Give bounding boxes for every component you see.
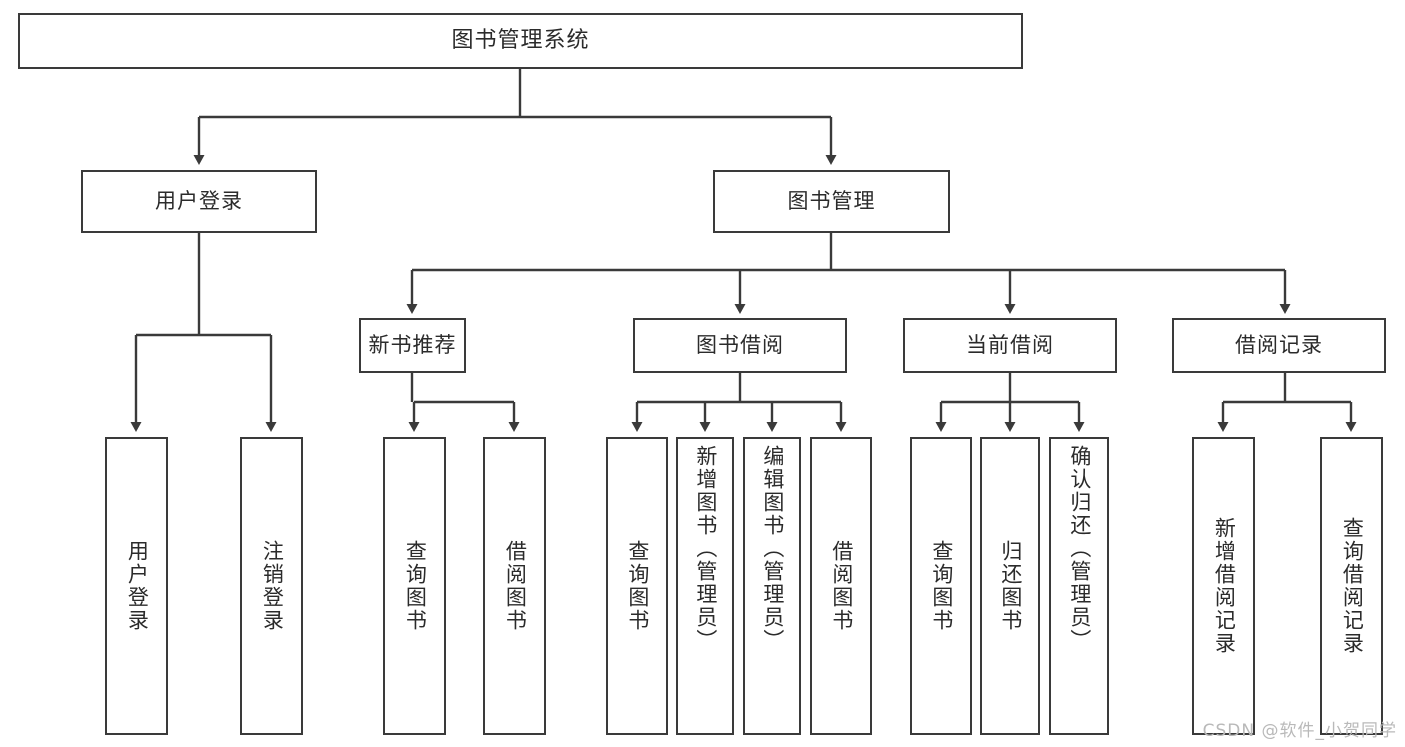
leaf-borrow-edit-book-admin[interactable]: 编辑图书（管理员） [743,437,801,735]
leaf-borrow-add-book-admin[interactable]: 新增图书（管理员） [676,437,734,735]
node-root-library-system[interactable]: 图书管理系统 [18,13,1023,69]
leaf-user-login-signout[interactable]: 注销登录 [240,437,303,735]
node-user-login[interactable]: 用户登录 [81,170,317,233]
node-book-borrow[interactable]: 图书借阅 [633,318,847,373]
node-borrow-record[interactable]: 借阅记录 [1172,318,1386,373]
node-new-book-recommend[interactable]: 新书推荐 [359,318,466,373]
leaf-current-confirm-return-admin[interactable]: 确认归还（管理员） [1049,437,1109,735]
leaf-current-return-books[interactable]: 归还图书 [980,437,1040,735]
leaf-borrow-borrow-books[interactable]: 借阅图书 [810,437,872,735]
leaf-record-query-borrow-record[interactable]: 查询借阅记录 [1320,437,1383,735]
node-current-borrow[interactable]: 当前借阅 [903,318,1117,373]
csdn-watermark: CSDN @软件_小贺同学 [1202,721,1397,741]
leaf-user-login-signin[interactable]: 用户登录 [105,437,168,735]
node-book-management[interactable]: 图书管理 [713,170,950,233]
leaf-newbook-query-books[interactable]: 查询图书 [383,437,446,735]
leaf-current-query-books[interactable]: 查询图书 [910,437,972,735]
leaf-record-add-borrow-record[interactable]: 新增借阅记录 [1192,437,1255,735]
leaf-borrow-query-books[interactable]: 查询图书 [606,437,668,735]
leaf-newbook-borrow-books[interactable]: 借阅图书 [483,437,546,735]
